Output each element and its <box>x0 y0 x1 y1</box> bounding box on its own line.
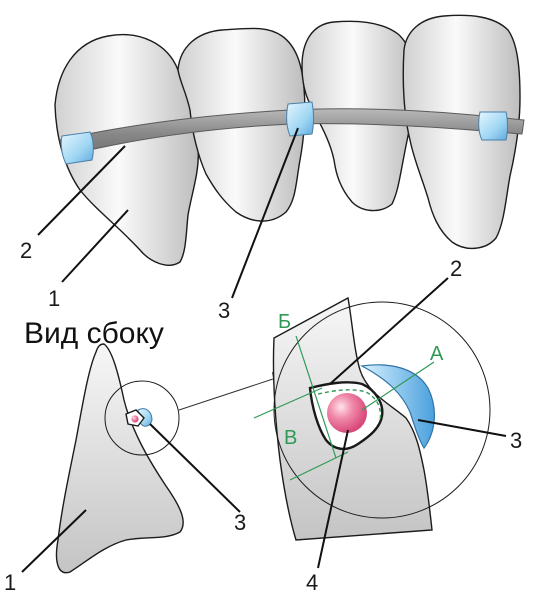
leader-tooth-top <box>62 210 128 282</box>
bracket-left <box>61 132 93 164</box>
side-tooth <box>57 344 184 573</box>
label-top-wire: 2 <box>20 238 32 263</box>
label-top-tooth: 1 <box>48 286 60 311</box>
teeth-frontal-view: 2 1 3 <box>20 15 524 323</box>
dimension-label-v: В <box>284 427 297 449</box>
side-view-title: Вид сбоку <box>24 317 164 350</box>
label-side-bracket: 3 <box>234 510 246 535</box>
detail-wire-ball <box>327 393 367 433</box>
dimension-label-b: Б <box>278 311 291 333</box>
label-detail-slot: 4 <box>306 570 318 595</box>
side-view: Вид сбоку 3 1 <box>4 317 284 595</box>
side-wire-ball <box>131 415 138 422</box>
label-top-bracket: 3 <box>218 298 230 323</box>
dimension-label-a: А <box>430 343 444 365</box>
zoom-pointer-line <box>179 378 276 410</box>
detail-view: Б А В 2 3 4 <box>254 256 522 595</box>
label-side-tooth: 1 <box>4 570 16 595</box>
bracket-right <box>479 112 508 140</box>
label-detail-wire: 2 <box>450 256 462 281</box>
label-detail-bracket: 3 <box>510 428 522 453</box>
bracket-middle <box>287 102 314 136</box>
